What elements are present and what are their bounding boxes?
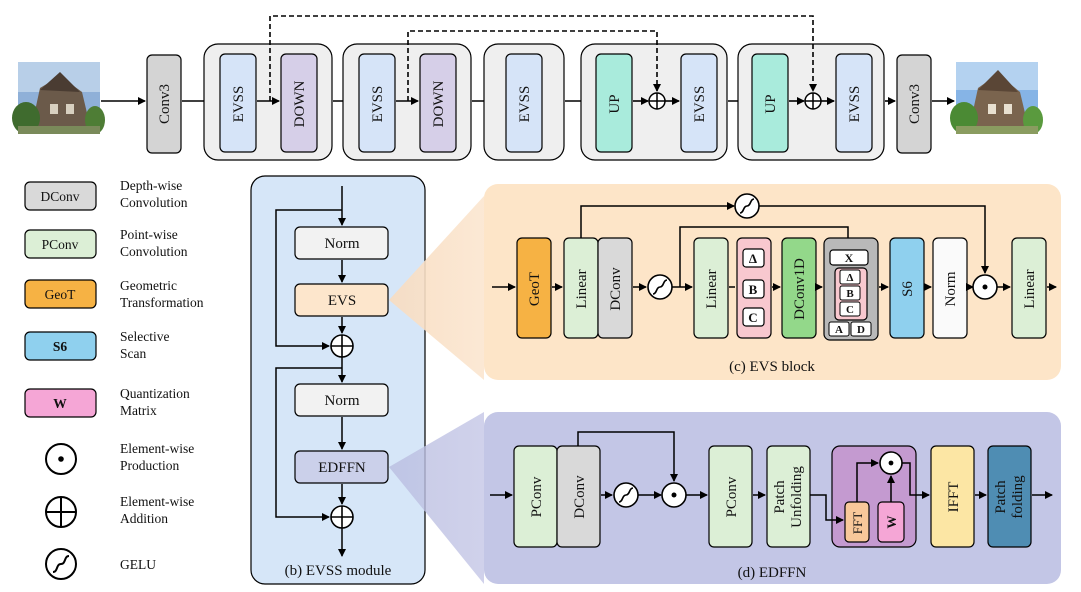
addition-icon-evss-2 xyxy=(330,505,354,529)
up-label-1: UP xyxy=(607,94,623,113)
delta-label: Δ xyxy=(749,251,757,266)
addition-icon-evss-1 xyxy=(330,334,354,358)
legend-pconv-key: PConv xyxy=(42,237,79,252)
patch-unfolding-label-2: Unfolding xyxy=(789,466,805,528)
element-wise-product-icon-fft xyxy=(879,451,903,475)
a-label: A xyxy=(835,324,843,336)
legend-s6-key: S6 xyxy=(53,339,68,354)
legend-gelu-line1: GELU xyxy=(120,557,156,572)
c-label: C xyxy=(748,310,757,325)
inner-delta-label: Δ xyxy=(847,272,854,284)
evss-label-1: EVSS xyxy=(231,86,247,123)
legend-geot-line2: Transformation xyxy=(120,295,204,310)
w-label: W xyxy=(884,516,899,529)
pconv1-label: PConv xyxy=(529,476,545,517)
evs-block: GeoT Linear DConv Linear Δ B C DConv1D X… xyxy=(484,184,1061,380)
dconv-label-edffn: DConv xyxy=(572,475,588,519)
linear3-label: Linear xyxy=(1022,269,1038,308)
element-wise-product-icon-evs xyxy=(972,274,998,300)
s6-label: S6 xyxy=(900,281,916,297)
down-label-1: DOWN xyxy=(292,81,308,128)
evs-highlight-wedge xyxy=(389,196,484,380)
element-wise-product-icon-edffn xyxy=(661,482,687,508)
legend-s6-line2: Scan xyxy=(120,346,146,361)
edffn-label: EDFFN xyxy=(318,460,366,476)
patch-folding-label-1: Patch xyxy=(993,480,1009,514)
legend-dconv-key: DConv xyxy=(40,189,79,204)
pconv2-label: PConv xyxy=(724,476,740,517)
geot-label: GeoT xyxy=(527,272,543,306)
legend-geot-line1: Geometric xyxy=(120,278,177,293)
d-label: D xyxy=(857,324,865,336)
legend-geot-key: GeoT xyxy=(45,287,76,302)
legend: DConv Depth-wise Convolution PConv Point… xyxy=(24,178,204,580)
norm1-label: Norm xyxy=(325,236,360,252)
gelu-icon-evs xyxy=(647,274,673,300)
legend-s6-line1: Selective xyxy=(120,329,169,344)
x-label: X xyxy=(845,251,854,265)
gelu-icon-evs-gate xyxy=(734,193,760,219)
addition-icon-skip-2 xyxy=(804,92,822,110)
conv3-out-label: Conv3 xyxy=(907,84,923,124)
evss-module-caption: (b) EVSS module xyxy=(285,563,392,579)
edffn-block: PConv DConv PConv Patch Unfolding FFT W xyxy=(484,412,1061,584)
legend-w-line1: Quantization xyxy=(120,386,190,401)
dconv-label-evs: DConv xyxy=(608,267,624,311)
output-image xyxy=(950,62,1043,134)
evss-label-5: EVSS xyxy=(847,86,863,123)
legend-plus-line1: Element-wise xyxy=(120,494,194,509)
element-wise-addition-icon xyxy=(45,496,77,528)
inner-c-label: C xyxy=(846,304,854,316)
input-image xyxy=(12,62,105,134)
legend-pconv-line1: Point-wise xyxy=(120,227,178,242)
evss-label-4: EVSS xyxy=(692,86,708,123)
evss-label-2: EVSS xyxy=(370,86,386,123)
dconv1d-label: DConv1D xyxy=(792,258,808,320)
top-pipeline: Conv3 EVSS DOWN EVSS DOWN EVSS UP xyxy=(12,15,1043,161)
addition-icon-skip-1 xyxy=(648,92,666,110)
norm2-label: Norm xyxy=(325,393,360,409)
legend-dconv-line1: Depth-wise xyxy=(120,178,182,193)
gelu-icon xyxy=(45,548,77,580)
patch-unfolding-label-1: Patch xyxy=(772,480,788,514)
fft-label: FFT xyxy=(850,512,865,534)
gelu-icon-edffn xyxy=(613,482,639,508)
linear1-label: Linear xyxy=(574,269,590,308)
element-wise-product-icon xyxy=(45,443,77,475)
evs-block-caption: (c) EVS block xyxy=(729,359,815,375)
linear2-label: Linear xyxy=(704,269,720,308)
legend-dot-line2: Production xyxy=(120,458,179,473)
legend-pconv-line2: Convolution xyxy=(120,244,188,259)
patch-folding-label-2: folding xyxy=(1010,475,1026,519)
ifft-label: IFFT xyxy=(946,482,962,513)
conv3-in-label: Conv3 xyxy=(157,84,173,124)
edffn-caption: (d) EDFFN xyxy=(738,565,807,581)
legend-w-key: W xyxy=(53,396,67,411)
legend-dot-line1: Element-wise xyxy=(120,441,194,456)
edffn-highlight-wedge xyxy=(389,412,484,584)
evs-label: EVS xyxy=(328,293,356,309)
up-label-2: UP xyxy=(763,94,779,113)
evss-module: Norm EVS Norm EDFFN (b) EVSS module xyxy=(250,175,426,585)
b-label: B xyxy=(749,282,758,297)
legend-plus-line2: Addition xyxy=(120,511,168,526)
down-label-2: DOWN xyxy=(431,81,447,128)
norm-label-evs: Norm xyxy=(943,271,959,306)
legend-dconv-line2: Convolution xyxy=(120,195,188,210)
evss-label-3: EVSS xyxy=(517,86,533,123)
inner-b-label: B xyxy=(846,288,854,300)
legend-w-line2: Matrix xyxy=(120,403,157,418)
